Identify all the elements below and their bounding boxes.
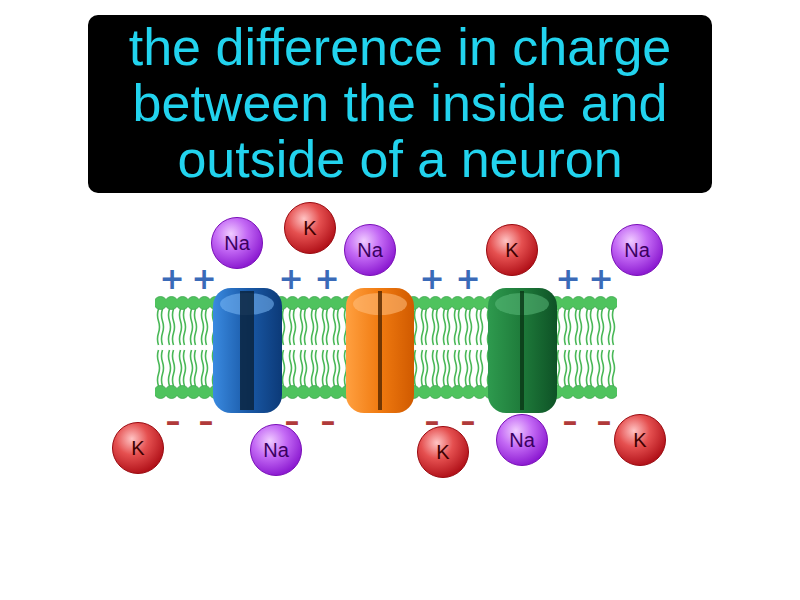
positive-charge: +: [555, 264, 580, 294]
ion-symbol: Na: [224, 232, 250, 254]
positive-charge: +: [159, 264, 184, 294]
sodium-ion: Na: [496, 414, 548, 466]
sodium-ion: Na: [611, 224, 663, 276]
positive-charge: +: [278, 264, 303, 294]
potassium-ion: K: [614, 414, 666, 466]
ion-symbol: Na: [357, 239, 383, 261]
negative-charge: –: [285, 406, 300, 436]
potassium-ion: K: [486, 224, 538, 276]
ion-symbol: K: [303, 217, 316, 239]
negative-charge: –: [597, 406, 612, 436]
negative-charge: –: [425, 406, 440, 436]
ion-symbol: Na: [509, 429, 535, 451]
sodium-ion: Na: [211, 217, 263, 269]
ion-symbol: K: [436, 441, 449, 463]
negative-charge: –: [166, 406, 181, 436]
definition-title: the difference in charge between the ins…: [88, 15, 712, 193]
negative-charge: –: [461, 406, 476, 436]
ion-channel: [488, 288, 557, 413]
potassium-ion: K: [112, 422, 164, 474]
ion-symbol: Na: [263, 439, 289, 461]
negative-charge: –: [321, 406, 336, 436]
ion-symbol: K: [633, 429, 646, 451]
positive-charge: +: [314, 264, 339, 294]
ion-symbol: K: [131, 437, 144, 459]
positive-charge: +: [588, 264, 613, 294]
negative-charge: –: [563, 406, 578, 436]
sodium-ion: Na: [344, 224, 396, 276]
ion-channel: [346, 288, 414, 413]
ion-channel: [213, 288, 282, 413]
ion-symbol: K: [505, 239, 518, 261]
positive-charge: +: [191, 264, 216, 294]
potassium-ion: K: [284, 202, 336, 254]
ion-symbol: Na: [624, 239, 650, 261]
positive-charge: +: [419, 264, 444, 294]
negative-charge: –: [199, 406, 214, 436]
positive-charge: +: [455, 264, 480, 294]
